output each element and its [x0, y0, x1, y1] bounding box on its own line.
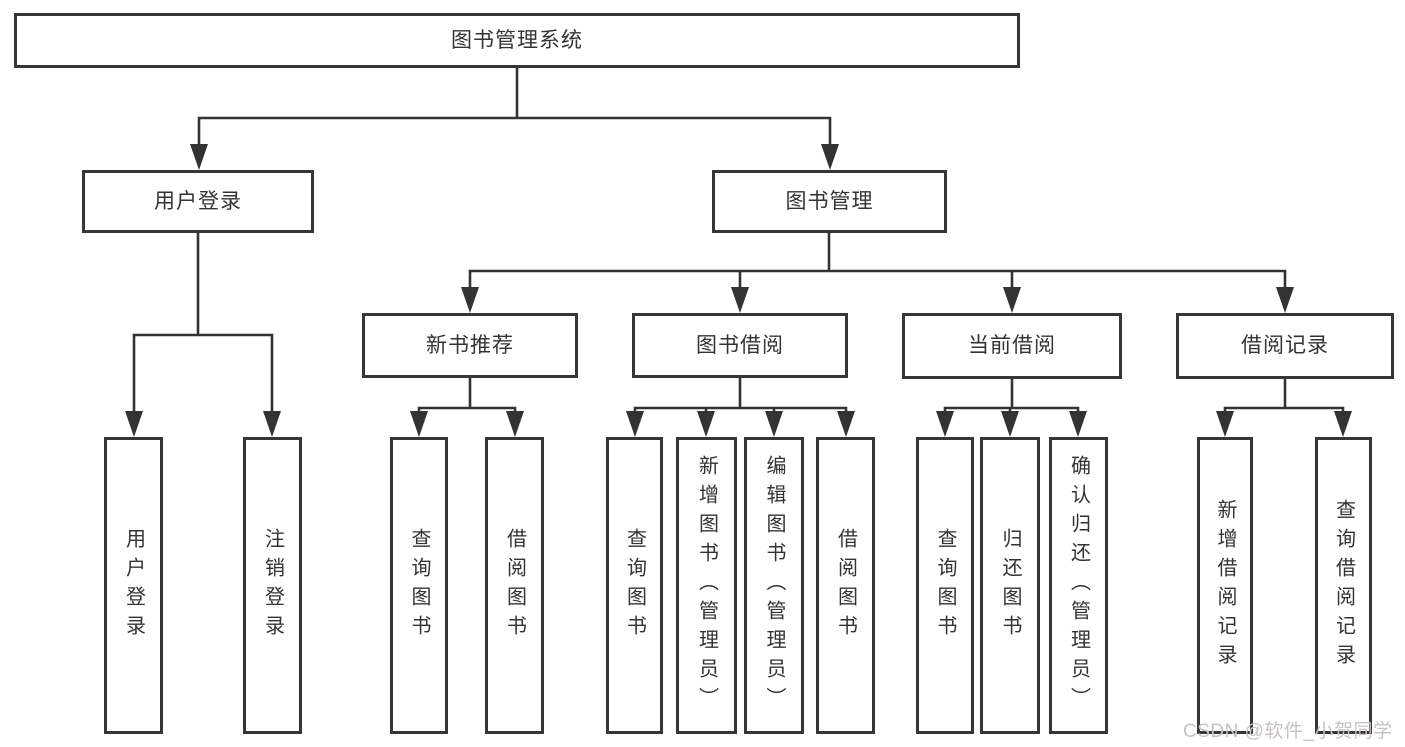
leaf-query-borrow-record: 查询借阅记录: [1315, 437, 1372, 734]
node-borrowing-records-label: 借阅记录: [1241, 334, 1329, 358]
leaf-edit-books-admin-label: 编辑图书（管理员）: [763, 455, 785, 716]
leaf-edit-books-admin: 编辑图书（管理员）: [744, 437, 804, 734]
node-book-management-label: 图书管理: [785, 189, 874, 213]
leaf-add-borrow-record-label: 新增借阅记录: [1214, 498, 1236, 673]
leaf-query-books-borrowing: 查询图书: [606, 437, 663, 734]
node-library-management-system-label: 图书管理系统: [451, 28, 583, 52]
leaf-borrow-books-borrowing: 借阅图书: [816, 437, 875, 734]
node-book-borrowing: 图书借阅: [632, 313, 848, 378]
leaf-borrow-books-recommend: 借阅图书: [485, 437, 544, 734]
leaf-borrow-books-borrowing-label: 借阅图书: [834, 527, 857, 644]
leaf-confirm-return-admin-label: 确认归还（管理员）: [1067, 455, 1090, 716]
leaf-logout-label: 注销登录: [261, 527, 284, 644]
connector-arrowheads: [125, 144, 1352, 437]
node-user-login: 用户登录: [82, 170, 314, 233]
leaf-query-books-current-label: 查询图书: [934, 527, 956, 644]
leaf-query-books-current: 查询图书: [916, 437, 974, 734]
leaf-query-books-borrowing-label: 查询图书: [623, 527, 646, 644]
node-new-book-recommendation: 新书推荐: [362, 313, 578, 378]
leaf-return-books: 归还图书: [980, 437, 1040, 734]
node-current-borrowing-label: 当前借阅: [968, 334, 1056, 358]
leaf-return-books-label: 归还图书: [999, 527, 1021, 644]
node-book-management: 图书管理: [712, 170, 947, 233]
csdn-watermark: CSDN @软件_小贺同学: [1183, 721, 1393, 742]
node-new-book-recommendation-label: 新书推荐: [426, 333, 514, 357]
leaf-query-borrow-record-label: 查询借阅记录: [1332, 498, 1355, 673]
leaf-query-books-recommend-label: 查询图书: [408, 527, 430, 644]
leaf-confirm-return-admin: 确认归还（管理员）: [1049, 437, 1108, 734]
leaf-add-books-admin-label: 新增图书（管理员）: [695, 455, 718, 716]
leaf-user-login-label: 用户登录: [122, 527, 145, 644]
leaf-add-books-admin: 新增图书（管理员）: [676, 437, 737, 734]
node-borrowing-records: 借阅记录: [1176, 313, 1394, 379]
leaf-logout: 注销登录: [243, 437, 302, 734]
leaf-user-login: 用户登录: [104, 437, 163, 734]
node-user-login-label: 用户登录: [154, 189, 242, 213]
leaf-query-books-recommend: 查询图书: [390, 437, 448, 734]
node-book-borrowing-label: 图书借阅: [696, 333, 784, 357]
node-library-management-system: 图书管理系统: [14, 13, 1020, 68]
node-current-borrowing: 当前借阅: [902, 313, 1122, 379]
leaf-borrow-books-recommend-label: 借阅图书: [503, 527, 526, 644]
leaf-add-borrow-record: 新增借阅记录: [1197, 437, 1253, 734]
